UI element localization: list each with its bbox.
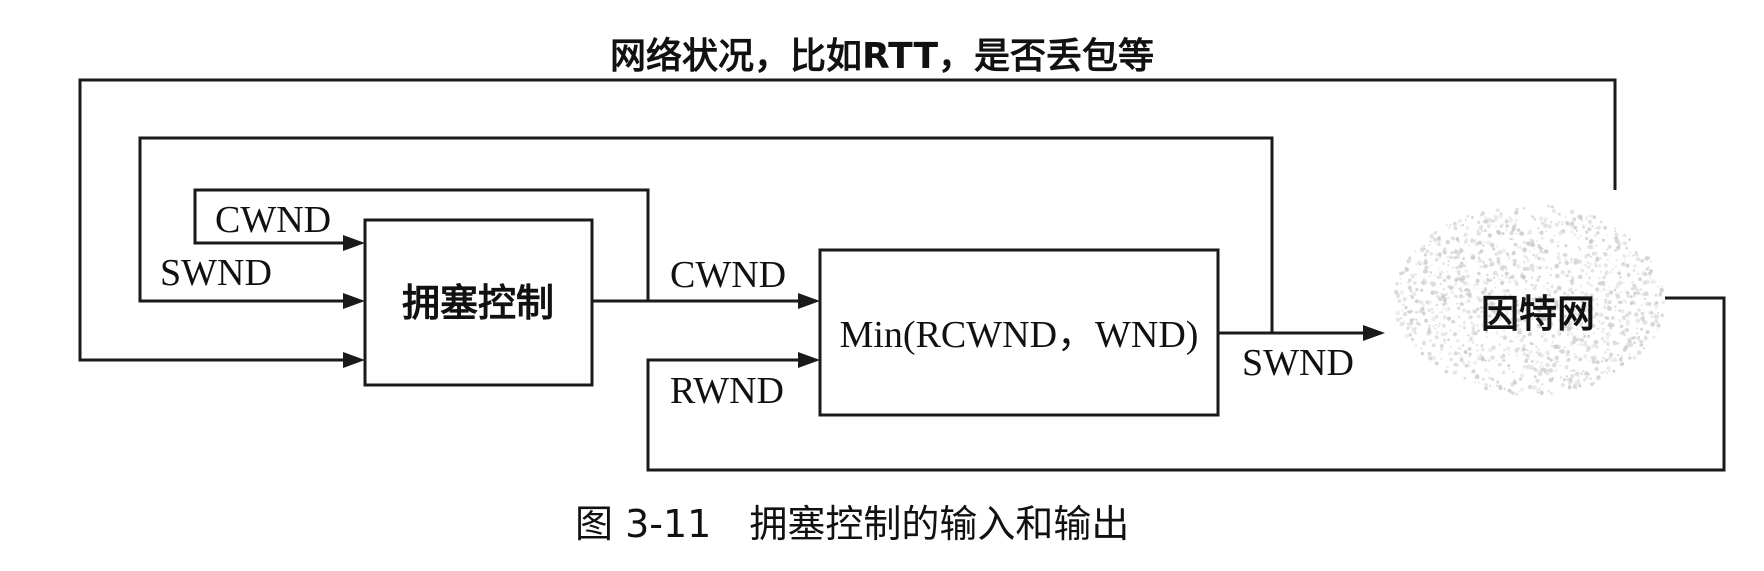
swnd-output-label: SWND [1242,342,1354,384]
min-window-label: Min(RCWND，WND) [840,314,1199,356]
congestion-control-label: 拥塞控制 [402,281,554,325]
cwnd-input-label: CWND [215,199,331,241]
swnd-output-arrowhead [1363,325,1385,341]
swnd-feedback-arrowhead [343,293,365,309]
congestion-control-box [363,218,594,387]
network-status-arrowhead [343,352,365,368]
figure-caption: 图 3-11 拥塞控制的输入和输出 [575,502,1129,546]
internet-cloud [1394,204,1666,396]
swnd-feedback-line [138,136,1274,333]
rwnd-feedback-line [646,296,1726,472]
swnd-input-label: SWND [160,252,272,294]
network-status-label: 网络状况，比如RTT，是否丢包等 [610,35,1154,77]
cwnd-output-arrowhead [798,293,820,309]
cwnd-feedback-line [193,188,650,300]
cwnd-feedback-arrowhead [343,235,365,251]
internet-label: 因特网 [1481,292,1595,336]
min-window-box [818,248,1220,417]
rwnd-input-label: RWND [670,370,784,412]
rwnd-feedback-arrowhead [798,352,820,368]
cwnd-output-label: CWND [670,254,786,296]
network-status-feedback-line [78,78,1617,362]
